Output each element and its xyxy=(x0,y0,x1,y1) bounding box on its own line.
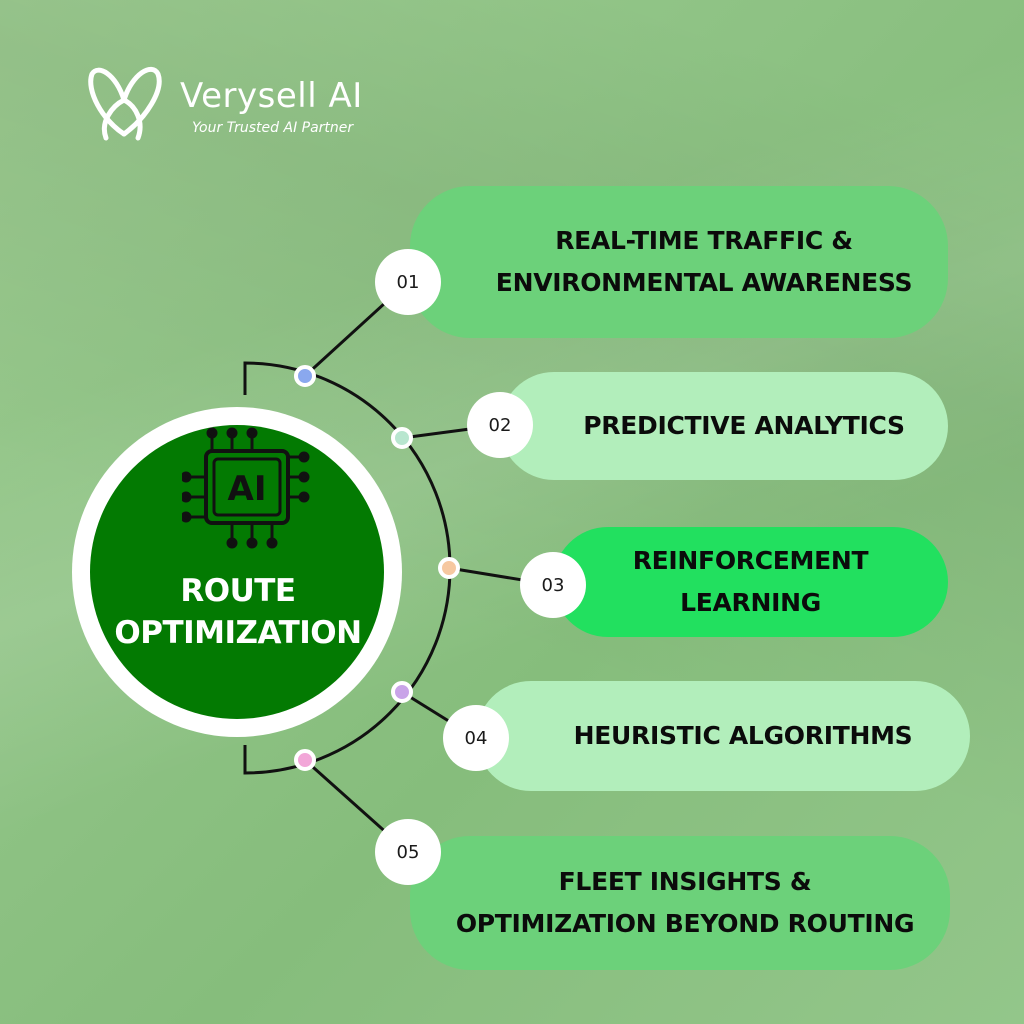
connector-dot-04 xyxy=(391,681,413,703)
brand-name: Verysell AI xyxy=(180,76,363,116)
number-badge-02: 02 xyxy=(467,392,533,458)
ai-chip-icon: AI xyxy=(182,427,310,549)
number-badge-01: 01 xyxy=(375,249,441,315)
pill-item-03: REINFORCEMENT LEARNING xyxy=(553,527,948,637)
connector-dot-01 xyxy=(294,365,316,387)
connector-dot-03 xyxy=(438,557,460,579)
connector-dot-05 xyxy=(294,749,316,771)
pill-item-05: FLEET INSIGHTS & OPTIMIZATION BEYOND ROU… xyxy=(410,836,950,970)
pill-label-02: PREDICTIVE ANALYTICS xyxy=(583,411,905,440)
pill-item-01: REAL-TIME TRAFFIC & ENVIRONMENTAL AWAREN… xyxy=(410,186,948,338)
chip-label: AI xyxy=(228,469,267,509)
number-badge-03: 03 xyxy=(520,552,586,618)
hub-title: ROUTE OPTIMIZATION xyxy=(114,573,362,651)
brand-logo: Verysell AI Your Trusted AI Partner xyxy=(82,60,382,150)
pill-label-05: FLEET INSIGHTS & OPTIMIZATION BEYOND ROU… xyxy=(455,867,915,938)
pill-label-03: REINFORCEMENT LEARNING xyxy=(632,546,869,617)
butterfly-logo-icon xyxy=(88,66,162,141)
pill-item-02: PREDICTIVE ANALYTICS xyxy=(500,372,948,480)
pill-item-04: HEURISTIC ALGORITHMS xyxy=(476,681,970,791)
number-badge-05: 05 xyxy=(375,819,441,885)
brand-tagline: Your Trusted AI Partner xyxy=(192,120,354,136)
pill-label-01: REAL-TIME TRAFFIC & ENVIRONMENTAL AWAREN… xyxy=(495,226,913,297)
pill-label-04: HEURISTIC ALGORITHMS xyxy=(573,721,913,750)
connector-dot-02 xyxy=(391,427,413,449)
number-badge-04: 04 xyxy=(443,705,509,771)
